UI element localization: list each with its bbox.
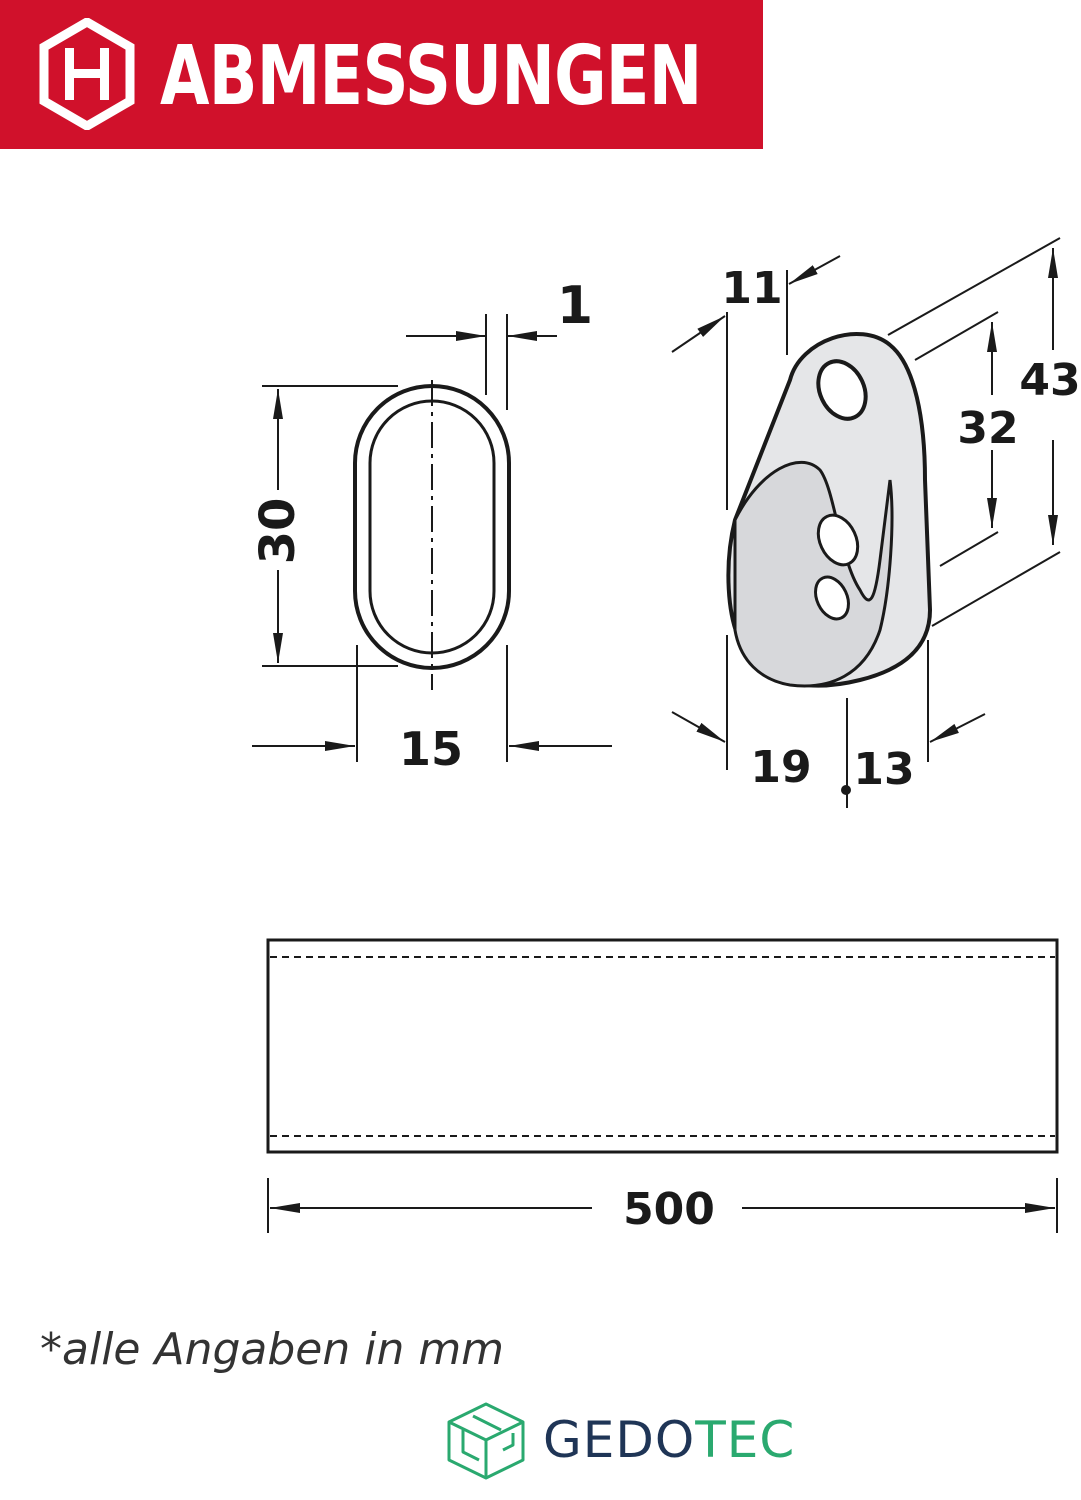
brand-name: GEDOTEC <box>543 1410 795 1470</box>
oval-profile <box>353 380 511 690</box>
bracket-dimensions <box>671 237 1061 808</box>
dim-label-bracket-width: 13 <box>853 744 914 795</box>
dim-label-bracket-height: 43 <box>1019 355 1080 406</box>
rail-bracket <box>726 332 933 688</box>
header-banner: ABMESSUNGEN <box>0 0 763 149</box>
dim-label-bracket-depth: 19 <box>750 742 811 793</box>
dim-label-rail-length: 500 <box>623 1184 715 1235</box>
bracket-dot <box>841 785 851 795</box>
oval-wall-dimension <box>406 314 557 410</box>
dim-label-oval-wall: 1 <box>557 276 593 336</box>
dim-label-oval-height: 30 <box>250 498 306 565</box>
dim-label-oval-width: 15 <box>399 722 463 776</box>
oval-height-dimension <box>262 385 398 667</box>
dim-label-bracket-thickness: 11 <box>721 263 782 314</box>
oval-width-dimension <box>252 645 612 762</box>
rail-length-dimension <box>267 1178 1058 1233</box>
dimension-drawing: 1 30 15 <box>250 237 1081 1235</box>
brand-name-part2: TEC <box>695 1411 796 1469</box>
rail-profile <box>266 938 1059 1154</box>
page-title: ABMESSUNGEN <box>160 29 702 124</box>
hexagon-h-icon <box>39 18 135 130</box>
units-footnote: *alle Angaben in mm <box>40 1324 505 1375</box>
gedotec-cube-icon <box>447 1402 525 1480</box>
brand-name-part1: GEDO <box>543 1411 696 1469</box>
brand-logo: GEDOTEC <box>443 1400 863 1480</box>
dim-label-bracket-hole-spacing: 32 <box>957 403 1018 454</box>
